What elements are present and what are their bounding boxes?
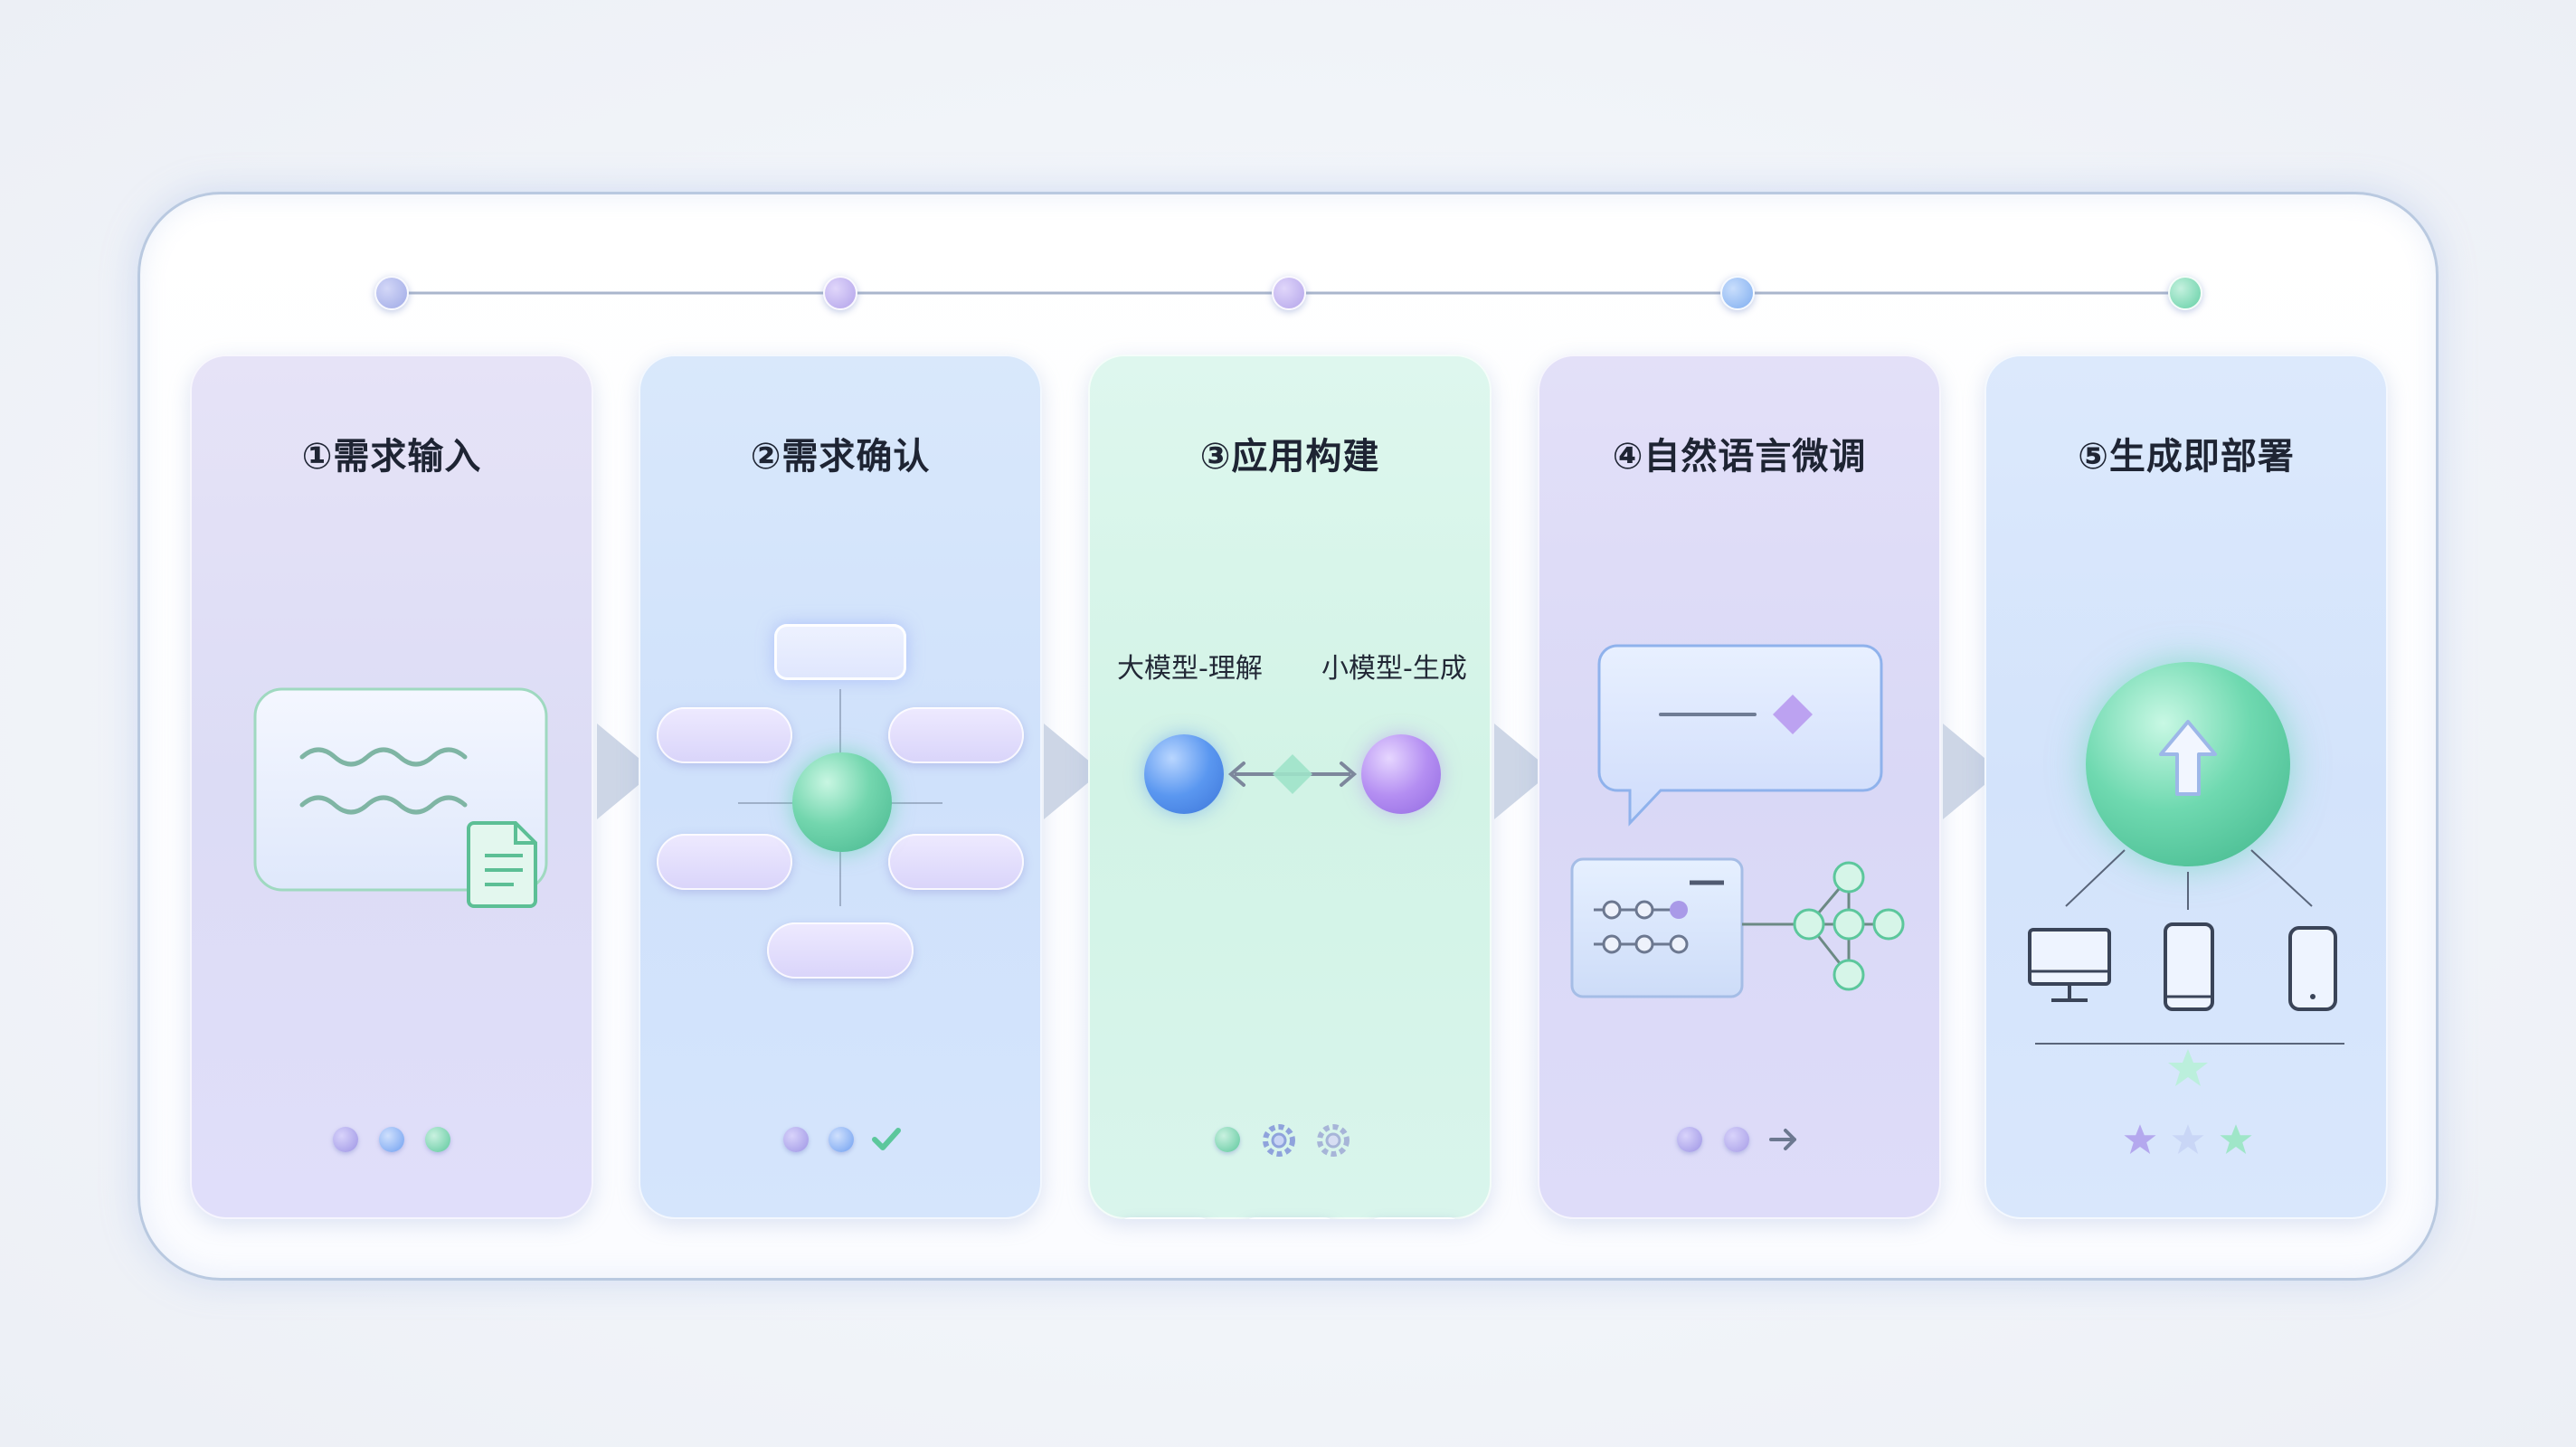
timeline-dot-4	[1720, 276, 1755, 310]
deploy-connectors	[2035, 849, 2344, 1045]
desktop-monitor-icon	[2028, 928, 2111, 1002]
step-title-5: ⑤生成即部署	[2078, 436, 2295, 478]
step-card-1: ①需求输入	[190, 355, 593, 1219]
gear-icon	[1263, 1124, 1295, 1157]
star-icon	[2220, 1124, 2252, 1154]
slider-controls-icon	[1594, 900, 1689, 954]
node-network-icon	[1742, 861, 1905, 991]
arrow-right-icon	[1494, 724, 1552, 819]
timeline-dot-2	[823, 276, 857, 310]
step-card-5: ⑤生成即部署	[1984, 355, 2388, 1219]
indicator-dot-1	[783, 1127, 809, 1152]
step-title-4: ④自然语言微调	[1612, 436, 1867, 478]
star-icon	[2124, 1124, 2156, 1154]
step-card-4: ④自然语言微调	[1538, 355, 1941, 1219]
module-tile-workflow: 流程	[1365, 1217, 1464, 1219]
mindmap-node-left-2	[657, 834, 792, 890]
tablet-icon	[2164, 922, 2214, 1011]
small-model-label: 小模型-生成	[1321, 653, 1467, 685]
step-card-3: ③应用构建 大模型-理解 小模型-生成 数据 界面 流程	[1088, 355, 1492, 1219]
indicator-dot-2	[1724, 1127, 1749, 1152]
document-icon	[467, 821, 537, 908]
large-model-label: 大模型-理解	[1117, 653, 1263, 685]
large-model-sphere	[1144, 734, 1224, 814]
timeline-dot-5	[2168, 276, 2202, 310]
step-title-1: ①需求输入	[301, 436, 482, 478]
step-title-2: ②需求确认	[750, 436, 931, 478]
indicator-dot-3	[425, 1127, 450, 1152]
arrow-right-icon	[1943, 724, 2001, 819]
module-tile-interface: 界面	[1240, 1217, 1340, 1219]
mindmap-node-top	[774, 624, 906, 680]
arrow-right-icon	[1044, 724, 1102, 819]
star-icon	[2172, 1124, 2204, 1154]
check-icon	[872, 1128, 901, 1150]
step-card-2: ②需求确认	[639, 355, 1042, 1219]
settings-flow-illustration	[1570, 857, 1905, 998]
timeline-dot-1	[374, 276, 409, 310]
mindmap-node-right-1	[888, 707, 1024, 763]
arrow-right-icon	[1769, 1129, 1796, 1150]
indicator-dot-1	[1677, 1127, 1702, 1152]
timeline-dot-3	[1272, 276, 1306, 310]
chat-document-illustration	[253, 687, 548, 908]
upload-arrow-icon	[2159, 720, 2217, 796]
indicator-dot-2	[829, 1127, 854, 1152]
arrow-right-icon	[597, 724, 655, 819]
star-icon	[2168, 1049, 2208, 1086]
indicator-dot-1	[333, 1127, 358, 1152]
gear-icon	[1317, 1124, 1350, 1157]
module-tile-data: 数据	[1115, 1217, 1215, 1219]
indicator-dot-1	[1215, 1127, 1240, 1152]
mindmap-node-right-2	[888, 834, 1024, 890]
mindmap-center-sphere	[792, 752, 892, 852]
mindmap-node-bottom	[767, 922, 914, 979]
indicator-dot-2	[379, 1127, 404, 1152]
smartphone-icon	[2288, 926, 2337, 1011]
small-model-sphere	[1361, 734, 1441, 814]
bidirectional-arrow-icon	[1227, 754, 1358, 794]
step-title-3: ③应用构建	[1199, 436, 1380, 478]
mindmap-node-left-1	[657, 707, 792, 763]
speech-bubble-illustration	[1597, 644, 1883, 827]
